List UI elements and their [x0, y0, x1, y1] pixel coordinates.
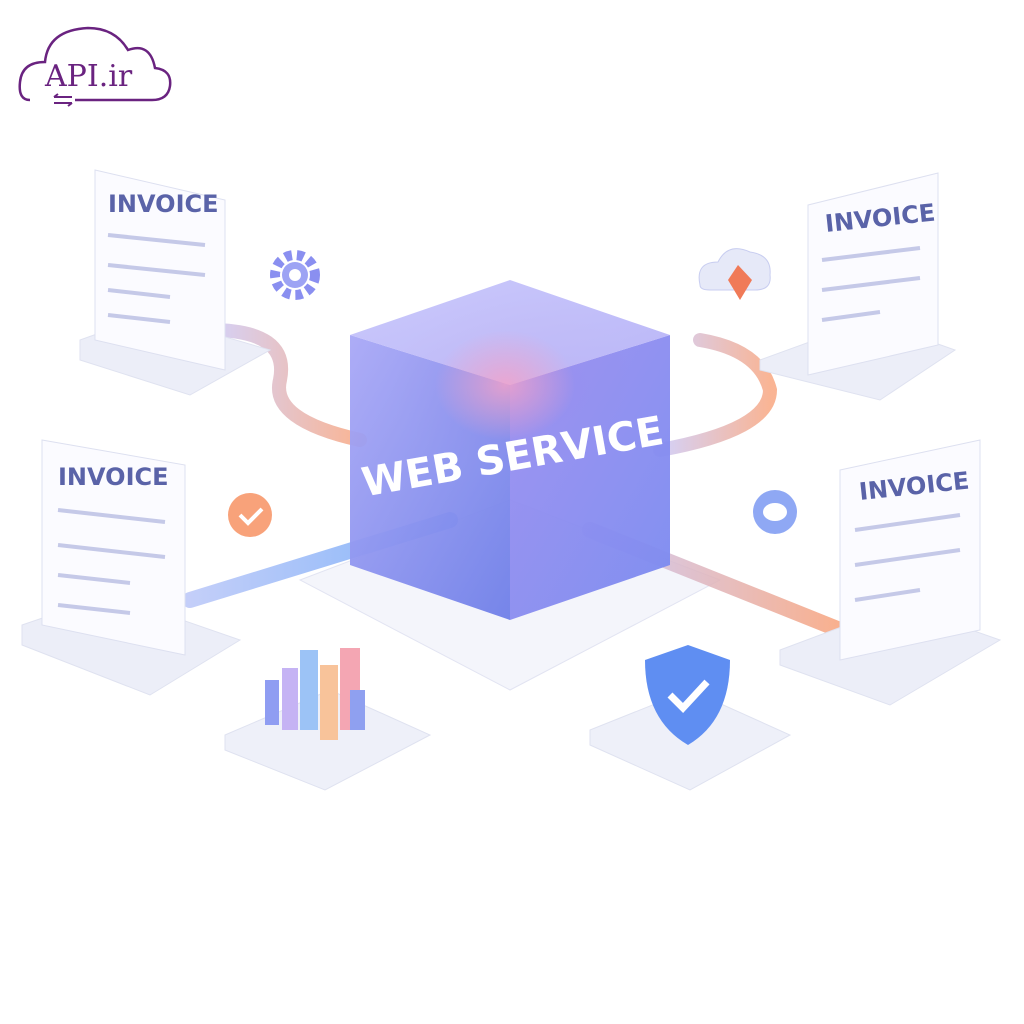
api-ir-logo[interactable]: API.ir	[18, 26, 172, 107]
transfer-arrows-icon	[53, 93, 73, 107]
invoice-doc-top-left[interactable]: INVOICE	[79, 169, 272, 396]
bar-chart-platform[interactable]	[224, 648, 432, 791]
invoice-doc-bottom-left[interactable]: INVOICE	[21, 439, 242, 696]
shield-platform[interactable]	[589, 645, 792, 791]
invoice-title: INVOICE	[58, 463, 169, 491]
web-service-cube[interactable]: WEB SERVICE	[350, 280, 670, 620]
invoice-doc-top-right[interactable]: INVOICE	[759, 172, 957, 401]
shield-check-icon	[645, 645, 730, 745]
logo-text: API.ir	[44, 59, 133, 94]
check-chat-icon	[228, 493, 272, 537]
invoice-doc-bottom-right[interactable]: INVOICE	[779, 439, 1002, 706]
invoice-title: INVOICE	[108, 190, 219, 218]
chat-bubble-icon	[753, 490, 797, 534]
cloud-upload-icon	[698, 248, 771, 300]
gear-icon	[270, 250, 320, 300]
bar-chart-icon	[265, 648, 365, 740]
